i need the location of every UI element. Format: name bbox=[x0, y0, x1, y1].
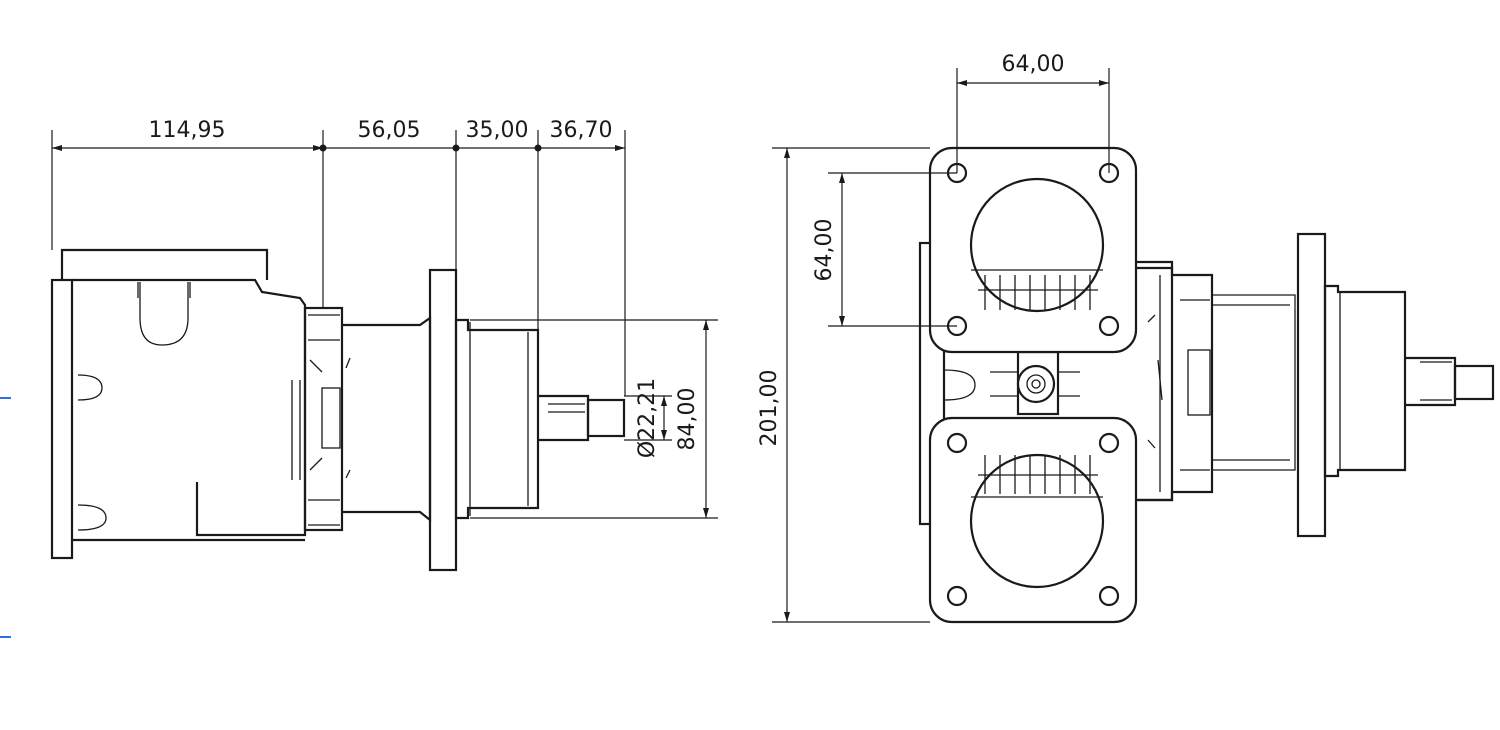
dim-36-70: 36,70 bbox=[550, 118, 613, 143]
dim-84-00: 84,00 bbox=[675, 388, 700, 451]
left-edge-markers bbox=[0, 397, 11, 638]
front-dimensions bbox=[772, 68, 1110, 623]
mounting-plate bbox=[50, 248, 269, 560]
dim-35-00: 35,00 bbox=[466, 118, 529, 143]
pump-shaft bbox=[538, 394, 626, 442]
dim-bolt-spacing-horizontal: 64,00 bbox=[1002, 52, 1065, 77]
coupling-block bbox=[303, 306, 351, 532]
dim-shaft-diameter: Ø22,21 bbox=[635, 378, 660, 458]
front-shaft bbox=[1405, 356, 1495, 407]
front-pump-body bbox=[1323, 284, 1407, 478]
dim-56-05: 56,05 bbox=[358, 118, 421, 143]
side-view: 114,95 56,05 35,00 36,70 Ø22,21 84,00 bbox=[50, 118, 718, 572]
front-flange bbox=[1296, 232, 1327, 538]
dim-bolt-spacing-vertical: 64,00 bbox=[812, 219, 837, 282]
lower-port-flange bbox=[928, 416, 1138, 624]
front-view: 64,00 64,00 201,00 bbox=[757, 52, 1495, 624]
motor-housing bbox=[72, 278, 307, 542]
pump-neck bbox=[342, 315, 432, 523]
dim-114-95: 114,95 bbox=[149, 118, 226, 143]
center-connector bbox=[990, 350, 1080, 416]
side-dimensions bbox=[51, 130, 718, 519]
pump-body bbox=[454, 318, 540, 520]
upper-port-flange bbox=[928, 146, 1138, 354]
dim-overall-height: 201,00 bbox=[757, 370, 782, 447]
side-flange bbox=[428, 268, 458, 572]
